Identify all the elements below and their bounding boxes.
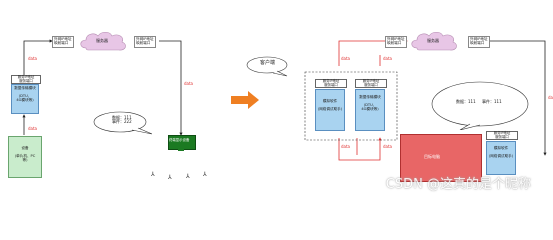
client-group-frame bbox=[304, 71, 398, 141]
server-cloud-right bbox=[411, 31, 457, 51]
person-icon-1: ⅄ bbox=[151, 171, 155, 178]
device-box: 设备 (单片机、PC 等) bbox=[8, 136, 42, 178]
server-cloud-left bbox=[80, 31, 126, 51]
data-label-right-3: data bbox=[548, 95, 553, 100]
data-label-left-2: data bbox=[28, 126, 38, 131]
client-label: 客户端 bbox=[260, 60, 276, 66]
watermark: CSDN @这真的是个昵称 bbox=[385, 177, 531, 192]
port-box-right-2: 外网IP地址 映射端口 bbox=[468, 36, 490, 48]
transmission-module-left: 数据传输模块 (DTU、 4G模块等) bbox=[11, 84, 39, 114]
line-box1-to-bottom bbox=[338, 137, 382, 161]
simulation-software-box: 模拟软件 (网络调试助手) bbox=[315, 89, 345, 131]
target-computer-label: 目标电脑 bbox=[424, 154, 440, 159]
service-ip-box-r1: 服务IP地址 服务端口 bbox=[315, 79, 347, 89]
target-computer-box bbox=[400, 134, 482, 182]
service-ip-box-left: 服务IP地址 服务端口 bbox=[11, 75, 41, 85]
simulation-software-box-right: 模拟软件 (网络调试助手) bbox=[486, 141, 516, 175]
data-label-right-5: data bbox=[383, 144, 393, 149]
line-server-to-monitor bbox=[159, 40, 183, 136]
data-label-left-3: data bbox=[184, 81, 194, 86]
data-label-left-1: data bbox=[28, 56, 38, 61]
transition-arrow bbox=[231, 91, 259, 109]
person-icon-4: ⅄ bbox=[203, 171, 207, 178]
line-box1-to-server bbox=[338, 39, 408, 66]
monitor-label: 终端显示设备 bbox=[169, 138, 190, 142]
line-server-to-right bbox=[490, 40, 547, 156]
connections-layer bbox=[22, 39, 547, 161]
speech-bubble-right bbox=[431, 81, 529, 130]
data-label-right-1: data bbox=[341, 56, 351, 61]
person-icon-3: ⅄ bbox=[186, 173, 190, 180]
monitor-stand bbox=[178, 148, 184, 151]
person-icon-2: ⅄ bbox=[168, 174, 172, 181]
line-module-to-server bbox=[23, 39, 53, 75]
bubble-text-left: 数据：111 事件：222 bbox=[112, 115, 132, 125]
client-bubble bbox=[246, 56, 288, 77]
data-label-right-2: data bbox=[383, 56, 393, 61]
speech-bubble-left bbox=[93, 111, 152, 135]
port-box-left-1: 外网IP地址 映射端口 bbox=[52, 36, 74, 48]
server-label-right: 服务器 bbox=[427, 38, 439, 43]
service-ip-box-r2: 服务IP地址 服务端口 bbox=[355, 79, 387, 89]
port-box-right-1: 外网IP地址 映射端口 bbox=[385, 36, 407, 48]
bubble-text-right: 数据：111 事件：111 bbox=[456, 99, 502, 104]
service-ip-box-r3: 服务IP地址 服务端口 bbox=[486, 131, 518, 141]
diagram-canvas: 服务器 外网IP地址 映射端口 外网IP地址 映射端口 服务IP地址 服务端口 … bbox=[8, 31, 553, 192]
data-label-right-4: data bbox=[341, 144, 351, 149]
server-label-left: 服务器 bbox=[96, 38, 108, 43]
transmission-module-right: 数据传输模块 (DTU、 4G模块等) bbox=[355, 89, 385, 131]
port-box-left-2: 外网IP地址 映射端口 bbox=[134, 36, 156, 48]
